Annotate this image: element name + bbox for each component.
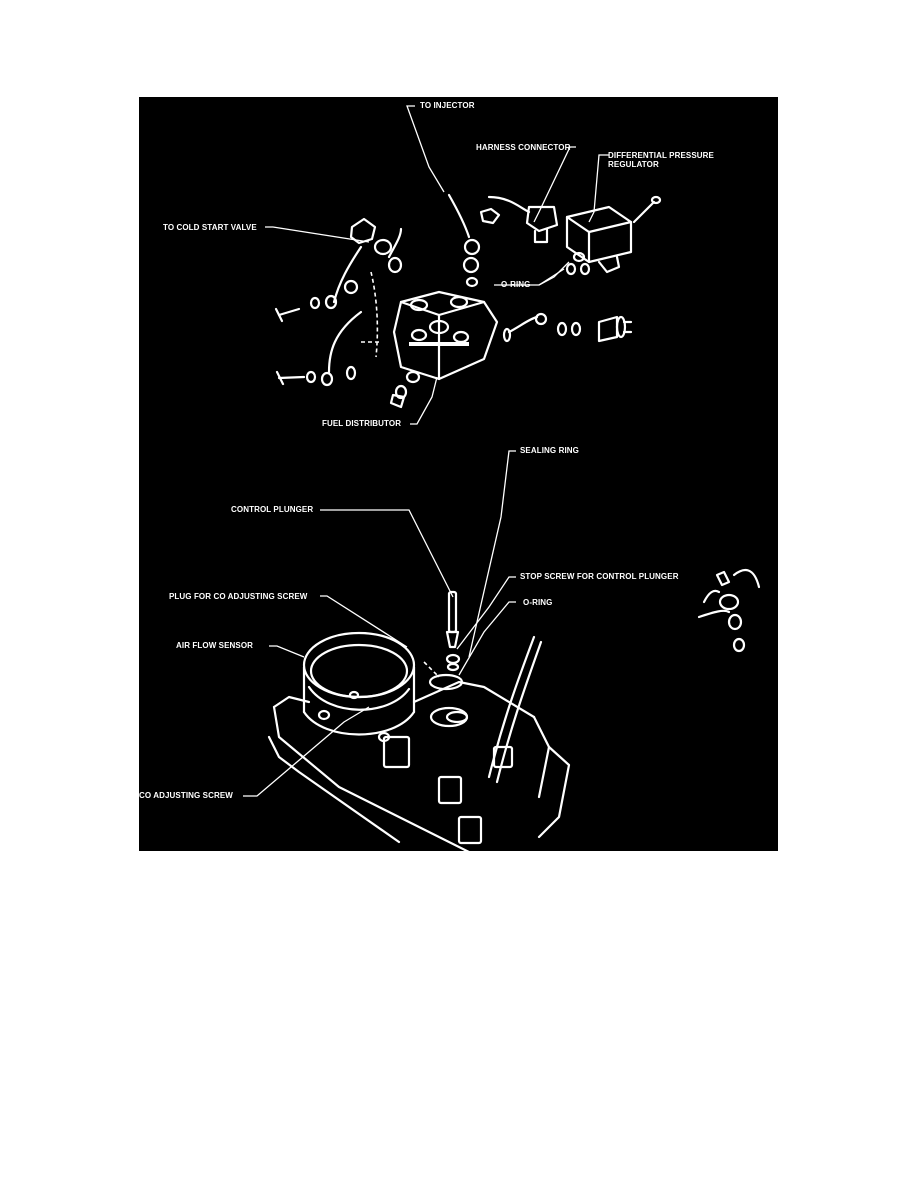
leader-plug-co-screw — [320, 595, 408, 648]
label-stop-screw: STOP SCREW FOR CONTROL PLUNGER — [520, 572, 679, 581]
label-o-ring-upper: O-RING — [501, 280, 531, 289]
right-fittings-lower — [697, 568, 761, 653]
diagram-drawing — [243, 105, 761, 851]
injector-and-connector — [447, 193, 559, 288]
leader-co-adjusting-screw — [243, 706, 370, 797]
label-co-adjusting-screw: CO ADJUSTING SCREW — [139, 791, 233, 800]
label-to-cold-start-valve: TO COLD START VALVE — [163, 223, 257, 232]
leader-harness-connector — [533, 146, 576, 223]
leader-air-flow-sensor — [269, 645, 305, 658]
label-to-injector: TO INJECTOR — [420, 101, 475, 110]
fuel-distributor-part — [392, 290, 499, 400]
leader-to-injector — [406, 105, 445, 193]
label-plug-co-adjusting-screw: PLUG FOR CO ADJUSTING SCREW — [169, 592, 308, 601]
leader-sealing-ring — [468, 450, 516, 658]
leader-diff-regulator — [588, 154, 609, 223]
label-harness-connector: HARNESS CONNECTOR — [476, 143, 571, 152]
leader-control-plunger — [320, 509, 454, 598]
exploded-diagram: TO INJECTOR HARNESS CONNECTOR DIFFERENTI… — [139, 97, 778, 851]
label-sealing-ring: SEALING RING — [520, 446, 579, 455]
cold-start-valve-parts — [274, 217, 406, 409]
label-control-plunger: CONTROL PLUNGER — [231, 505, 314, 514]
label-diff-pressure-regulator-line1: DIFFERENTIAL PRESSURE — [608, 151, 714, 160]
leader-cold-start-valve — [265, 226, 370, 243]
leader-stop-screw — [456, 576, 516, 650]
label-fuel-distributor: FUEL DISTRIBUTOR — [322, 419, 402, 428]
control-plunger-part — [445, 590, 461, 672]
leader-o-ring-lower — [458, 601, 516, 676]
label-air-flow-sensor: AIR FLOW SENSOR — [176, 641, 254, 650]
right-fittings-upper — [502, 312, 633, 343]
leader-fuel-distributor — [410, 376, 438, 425]
air-flow-sensor-part — [267, 631, 571, 851]
leader-lines — [243, 105, 609, 797]
label-o-ring-lower: O-RING — [523, 598, 553, 607]
diff-pressure-regulator-part — [565, 195, 662, 276]
leader-o-ring-b — [538, 261, 570, 286]
label-diff-pressure-regulator-line2: REGULATOR — [608, 160, 659, 169]
